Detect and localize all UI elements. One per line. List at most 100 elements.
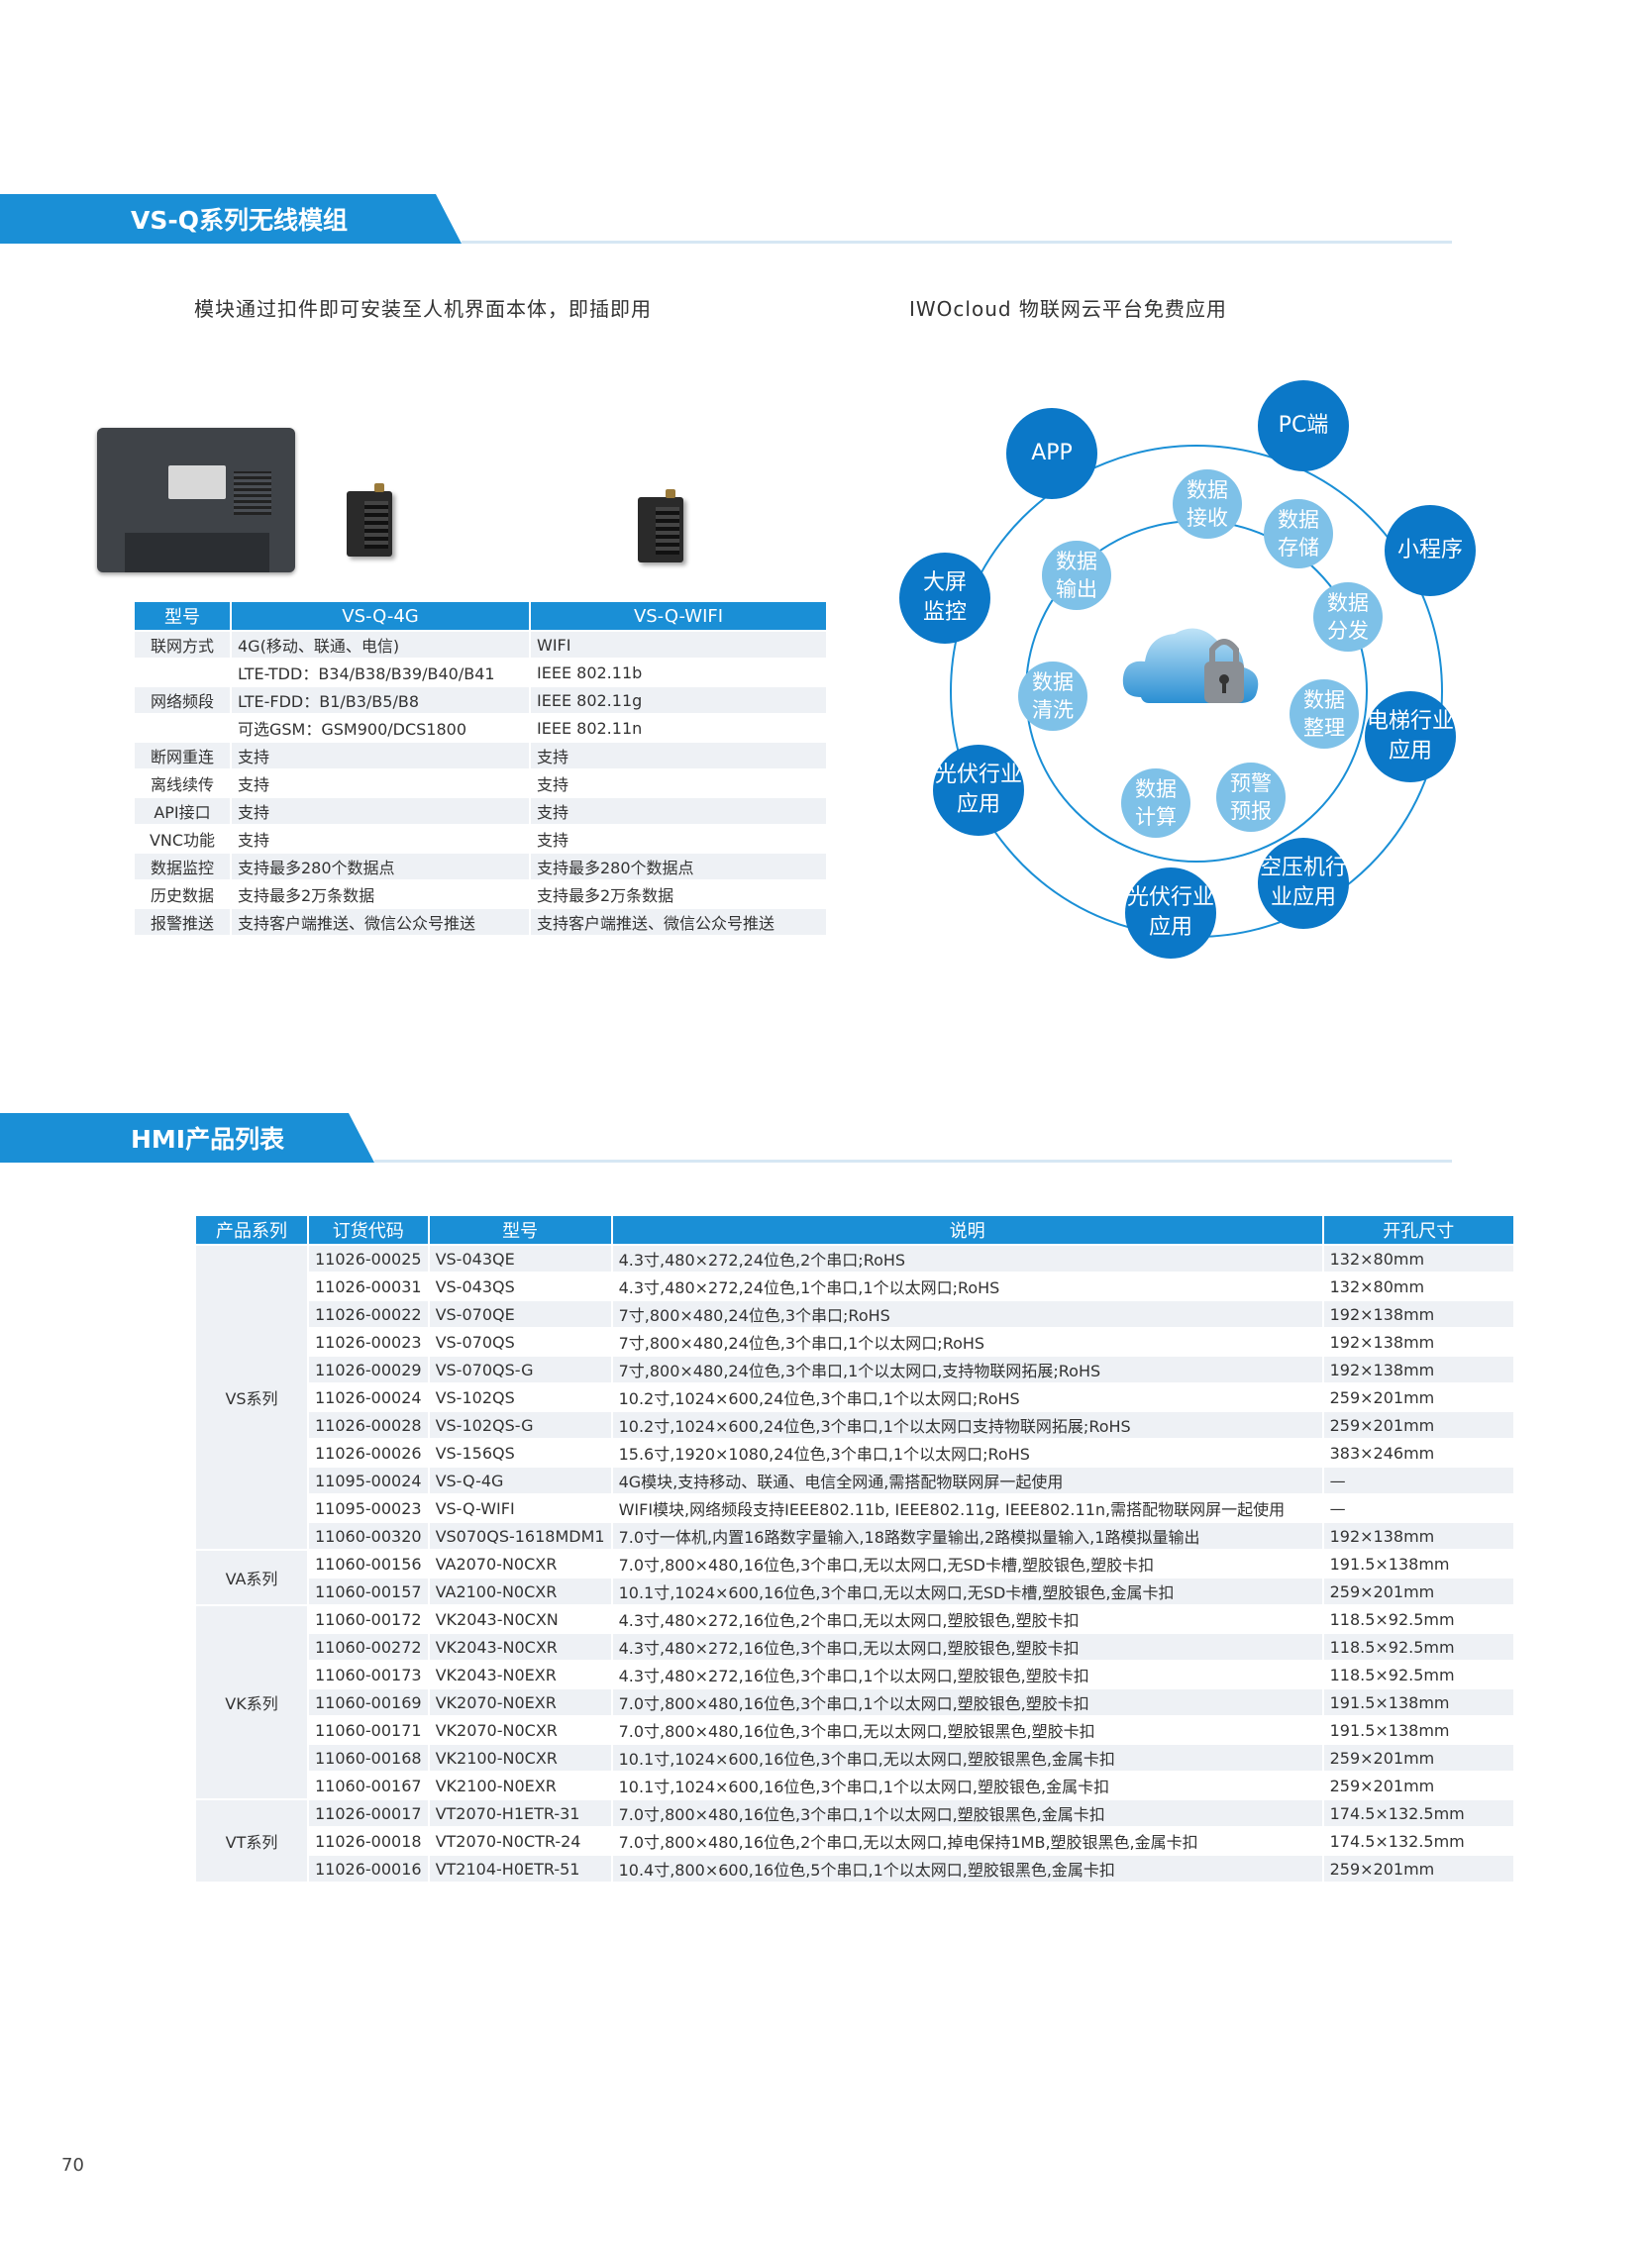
order-code-cell: 11026-00028 xyxy=(309,1412,428,1438)
row-label: 历史数据 xyxy=(135,881,230,907)
cutout-cell: 259×201mm xyxy=(1323,1579,1513,1604)
header-cell: VS-Q-4G xyxy=(232,602,529,630)
outer-node: 空压机行 业应用 xyxy=(1258,838,1349,929)
row-label: 离线续传 xyxy=(135,770,230,796)
cell: 支持 xyxy=(232,798,529,824)
cell: IEEE 802.11n xyxy=(531,715,826,741)
node-label: 数据 接收 xyxy=(1187,477,1228,530)
4g-module-image xyxy=(347,483,392,557)
cutout-cell: 192×138mm xyxy=(1323,1301,1513,1327)
cell: 支持 xyxy=(531,770,826,796)
description-cell: 4G模块,支持移动、联通、电信全网通,需搭配物联网屏一起使用 xyxy=(612,1468,1322,1493)
description-cell: 10.1寸,1024×600,16位色,3个串口,无以太网口,塑胶银黑色,金属卡… xyxy=(612,1745,1322,1771)
header-cell: 型号 xyxy=(429,1216,611,1244)
node-label: 光伏行业 应用 xyxy=(1126,885,1214,940)
outer-node: PC端 xyxy=(1258,380,1349,471)
node-label: 数据 输出 xyxy=(1056,549,1097,601)
cell: WIFI xyxy=(531,632,826,658)
cell: IEEE 802.11g xyxy=(531,687,826,713)
inner-node: 数据 清洗 xyxy=(1018,662,1087,731)
order-code-cell: 11026-00023 xyxy=(309,1329,428,1355)
header-cell: 型号 xyxy=(135,602,230,630)
model-cell: VS-070QS xyxy=(429,1329,611,1355)
description-cell: 10.2寸,1024×600,24位色,3个串口,1个以太网口支持物联网拓展;R… xyxy=(612,1412,1322,1438)
model-cell: VT2070-H1ETR-31 xyxy=(429,1800,611,1826)
section-divider xyxy=(374,1160,1452,1163)
series-cell: VA系列 xyxy=(196,1551,307,1604)
cell: 可选GSM：GSM900/DCS1800 xyxy=(232,715,529,741)
cutout-cell: 118.5×92.5mm xyxy=(1323,1662,1513,1687)
order-code-cell: 11026-00017 xyxy=(309,1800,428,1826)
hmi-panel-image xyxy=(97,428,295,572)
description-cell: 7寸,800×480,24位色,3个串口,1个以太网口;RoHS xyxy=(612,1329,1322,1355)
wifi-module-image xyxy=(638,489,683,562)
table-header-row: 型号 VS-Q-4G VS-Q-WIFI xyxy=(135,602,826,630)
model-cell: VK2070-N0CXR xyxy=(429,1717,611,1743)
cutout-cell: 259×201mm xyxy=(1323,1745,1513,1771)
section-header-vs-q: VS-Q系列无线模组 xyxy=(0,194,1452,244)
section-title: VS-Q系列无线模组 xyxy=(0,194,462,244)
model-cell: VS070QS-1618MDM1 xyxy=(429,1523,611,1549)
series-cell: VT系列 xyxy=(196,1800,307,1882)
table-row: 断网重连支持支持 xyxy=(135,743,826,768)
inner-node: 数据 计算 xyxy=(1121,768,1190,838)
cutout-cell: 174.5×132.5mm xyxy=(1323,1800,1513,1826)
model-cell: VK2043-N0CXR xyxy=(429,1634,611,1660)
description-cell: 4.3寸,480×272,16位色,3个串口,无以太网口,塑胶银色,塑胶卡扣 xyxy=(612,1634,1322,1660)
node-label: 光伏行业 应用 xyxy=(934,763,1022,817)
model-cell: VS-Q-4G xyxy=(429,1468,611,1493)
cutout-cell: 174.5×132.5mm xyxy=(1323,1828,1513,1854)
cutout-cell: 132×80mm xyxy=(1323,1246,1513,1272)
order-code-cell: 11095-00023 xyxy=(309,1495,428,1521)
header-cell: 订货代码 xyxy=(309,1216,428,1244)
description-cell: 10.2寸,1024×600,24位色,3个串口,1个以太网口;RoHS xyxy=(612,1384,1322,1410)
order-code-cell: 11060-00168 xyxy=(309,1745,428,1771)
description-cell: 10.1寸,1024×600,16位色,3个串口,无以太网口,无SD卡槽,塑胶银… xyxy=(612,1579,1322,1604)
description-cell: 7.0寸,800×480,16位色,3个串口,1个以太网口,塑胶银黑色,金属卡扣 xyxy=(612,1800,1322,1826)
row-label: 数据监控 xyxy=(135,854,230,879)
order-code-cell: 11026-00025 xyxy=(309,1246,428,1272)
outer-node: 大屏 监控 xyxy=(899,553,990,644)
description-cell: 4.3寸,480×272,24位色,2个串口;RoHS xyxy=(612,1246,1322,1272)
cutout-cell: 259×201mm xyxy=(1323,1856,1513,1882)
header-cell: 开孔尺寸 xyxy=(1323,1216,1513,1244)
model-cell: VT2104-H0ETR-51 xyxy=(429,1856,611,1882)
description-cell: 4.3寸,480×272,16位色,2个串口,无以太网口,塑胶银色,塑胶卡扣 xyxy=(612,1606,1322,1632)
model-cell: VK2100-N0EXR xyxy=(429,1773,611,1798)
row-label: 联网方式 xyxy=(135,632,230,658)
order-code-cell: 11026-00029 xyxy=(309,1357,428,1382)
description-cell: 7.0寸一体机,内置16路数字量输入,18路数字量输出,2路模拟量输入,1路模拟… xyxy=(612,1523,1322,1549)
outer-node: 小程序 xyxy=(1385,505,1476,596)
node-label: 大屏 监控 xyxy=(922,570,967,625)
cutout-cell: 259×201mm xyxy=(1323,1384,1513,1410)
cutout-cell: 191.5×138mm xyxy=(1323,1717,1513,1743)
cutout-cell: 118.5×92.5mm xyxy=(1323,1606,1513,1632)
model-cell: VS-156QS xyxy=(429,1440,611,1466)
cutout-cell: 192×138mm xyxy=(1323,1523,1513,1549)
node-label: 数据 分发 xyxy=(1327,590,1369,643)
model-cell: VK2043-N0EXR xyxy=(429,1662,611,1687)
node-label: 数据 计算 xyxy=(1135,776,1177,829)
cell: 支持客户端推送、微信公众号推送 xyxy=(531,909,826,935)
order-code-cell: 11060-00156 xyxy=(309,1551,428,1577)
cutout-cell: 118.5×92.5mm xyxy=(1323,1634,1513,1660)
order-code-cell: 11026-00024 xyxy=(309,1384,428,1410)
model-cell: VS-043QS xyxy=(429,1274,611,1299)
row-label: API接口 xyxy=(135,798,230,824)
cutout-cell: 192×138mm xyxy=(1323,1357,1513,1382)
